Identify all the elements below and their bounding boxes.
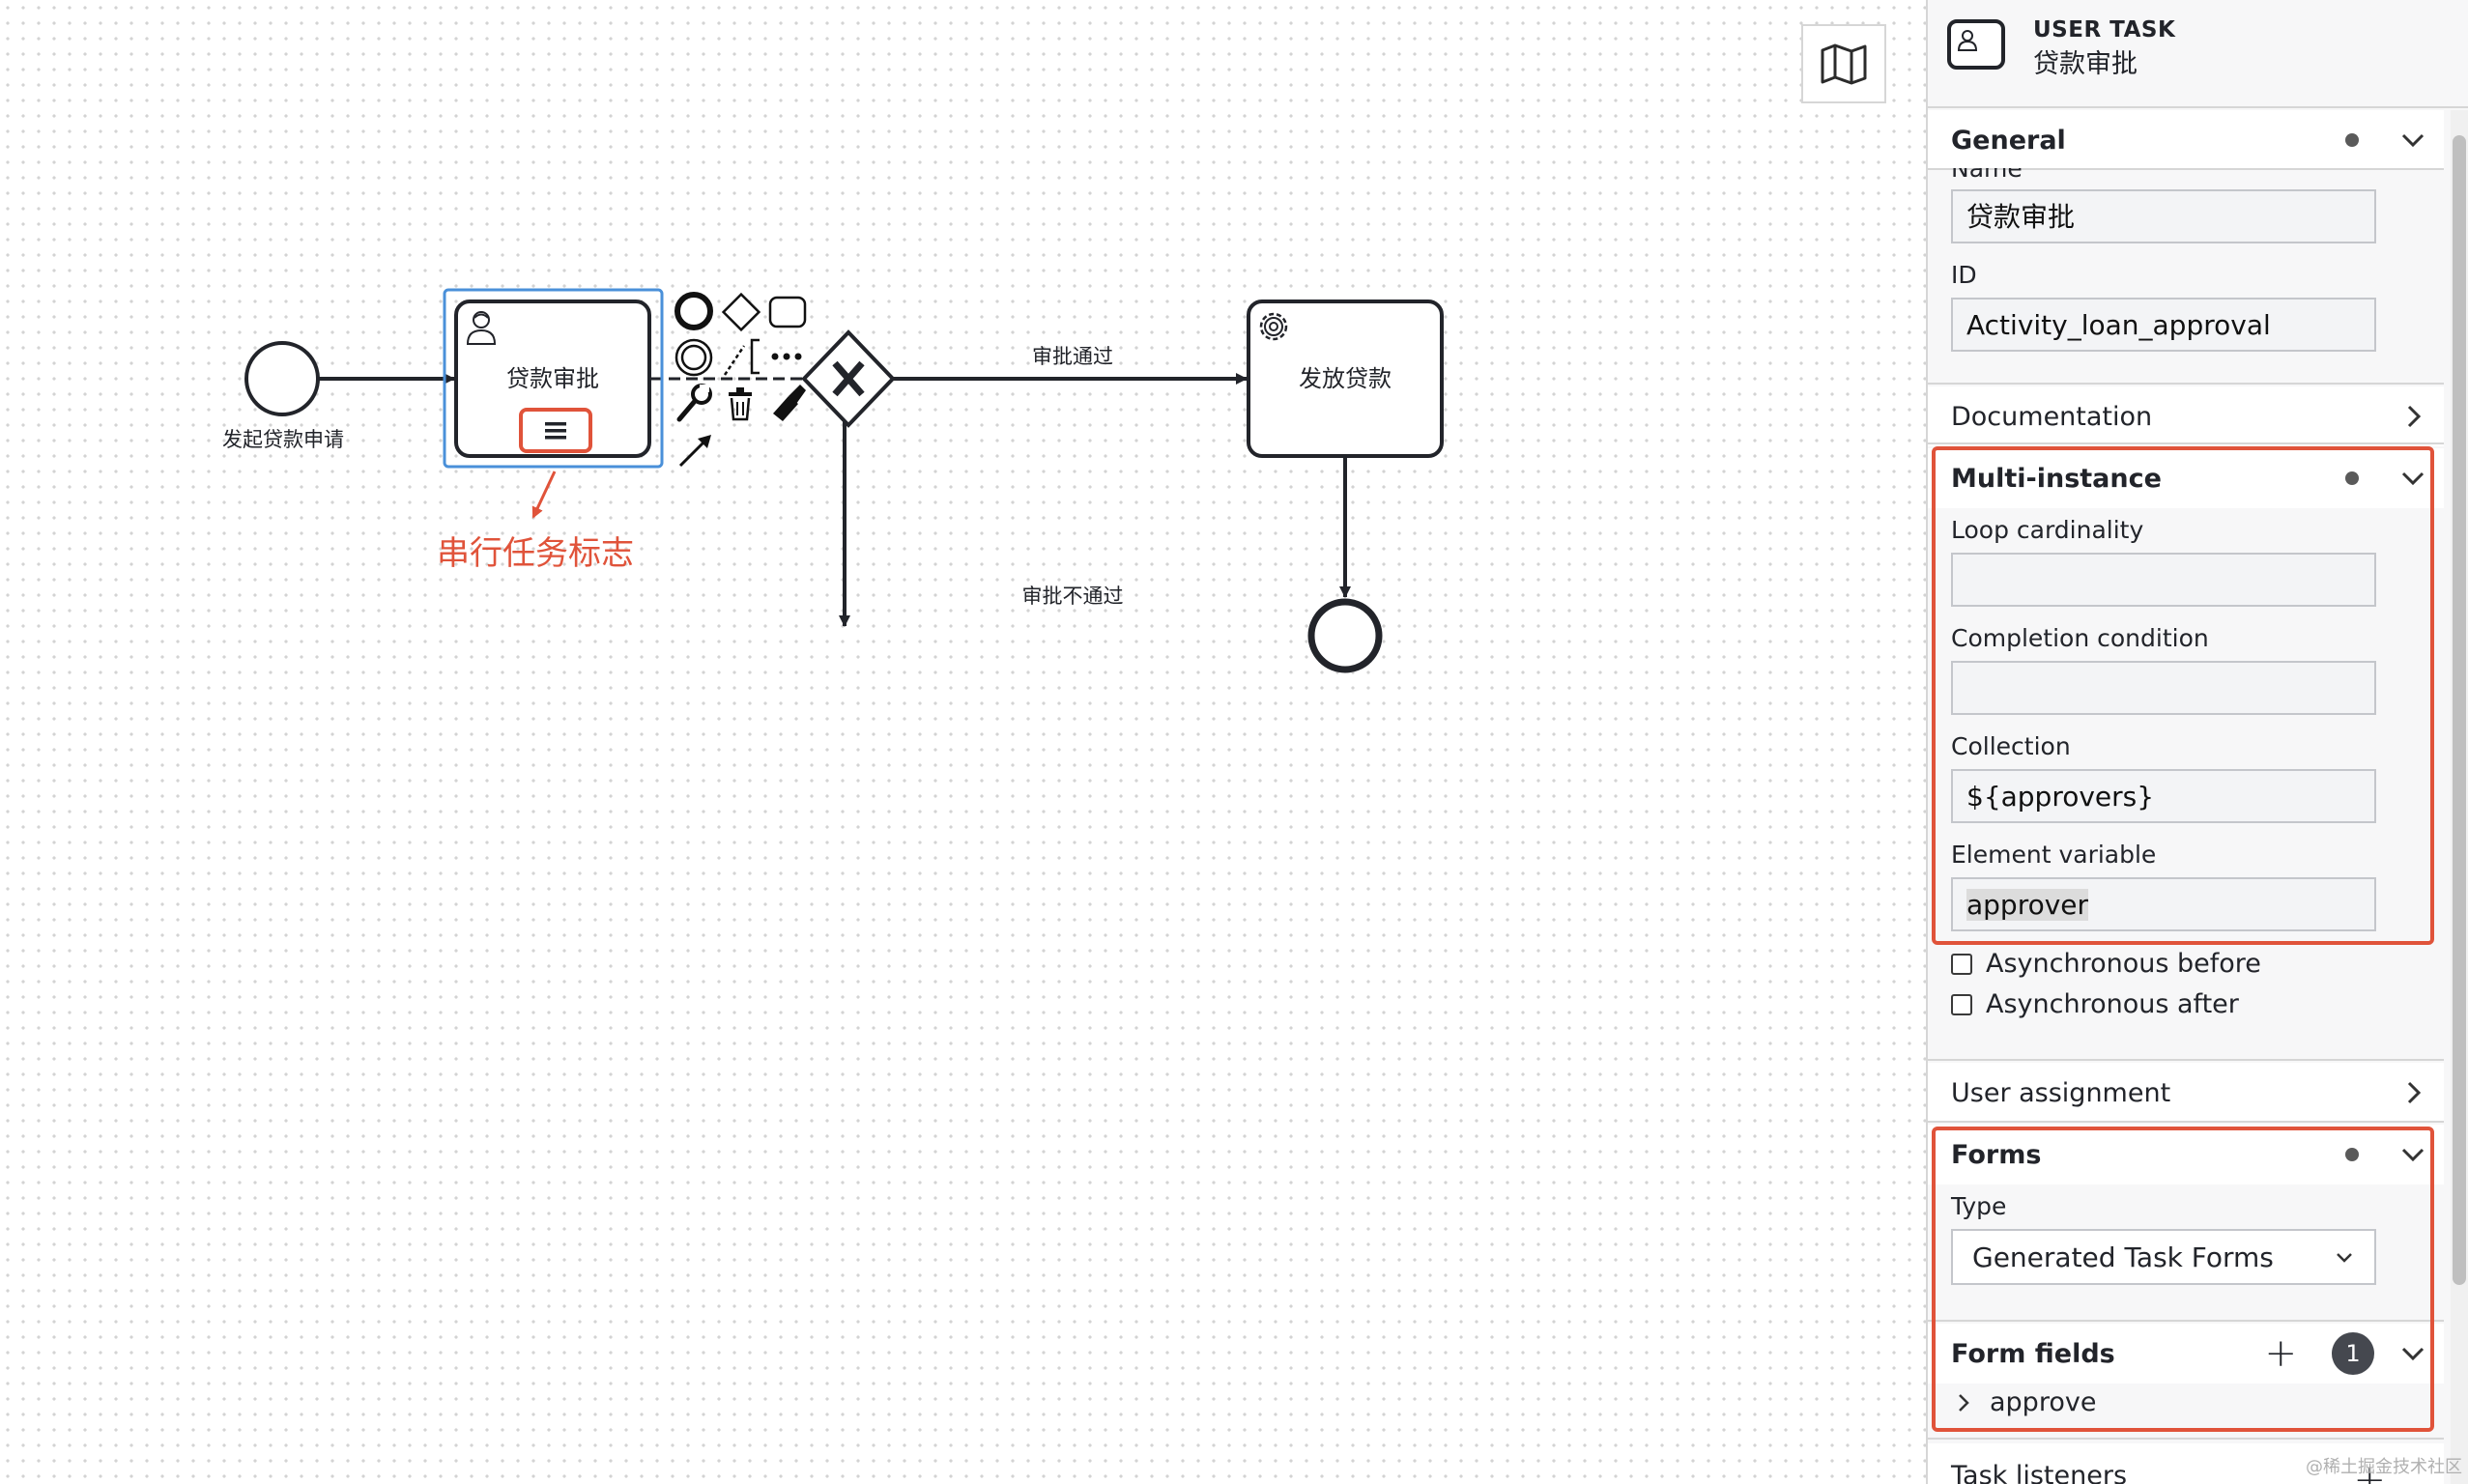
- selection-outline: [443, 288, 664, 469]
- async-before-label: Asynchronous before: [1986, 949, 2261, 979]
- append-intermediate-event-icon[interactable]: [674, 338, 713, 377]
- documentation-title: Documentation: [1951, 401, 2153, 432]
- map-icon: [1821, 43, 1867, 85]
- collection-label: Collection: [1951, 732, 2071, 760]
- data-indicator-dot: [2345, 471, 2359, 485]
- completion-condition-label: Completion condition: [1951, 624, 2209, 652]
- form-type-select[interactable]: Generated Task Forms: [1951, 1229, 2376, 1285]
- async-after-row[interactable]: Asynchronous after: [1951, 989, 2239, 1019]
- form-fields-group-header[interactable]: Form fields + 1: [1928, 1324, 2444, 1384]
- annotation-arrow: [531, 471, 557, 519]
- user-task-label: 贷款审批: [506, 365, 599, 392]
- forms-group-header[interactable]: Forms: [1928, 1125, 2444, 1184]
- bpmn-canvas[interactable]: 发起贷款申请 贷款审批 串行任务标志: [0, 0, 1926, 1484]
- task-listeners-title: Task listeners: [1951, 1461, 2128, 1484]
- color-paint-icon[interactable]: [773, 385, 806, 421]
- data-indicator-dot: [2345, 133, 2359, 147]
- async-after-checkbox[interactable]: [1951, 993, 1972, 1015]
- element-variable-selected-text: approver: [1966, 889, 2089, 921]
- form-fields-title: Form fields: [1951, 1338, 2115, 1369]
- append-gateway-icon[interactable]: [721, 292, 761, 332]
- data-indicator-dot: [2345, 1148, 2359, 1161]
- more-options-icon[interactable]: [771, 353, 802, 360]
- add-form-field-plus-icon[interactable]: +: [2264, 1331, 2297, 1376]
- user-task-icon: [1947, 19, 2005, 70]
- marker-highlight-box: [519, 408, 592, 453]
- user-assignment-group-header[interactable]: User assignment: [1928, 1063, 2444, 1123]
- service-task-label: 发放贷款: [1299, 365, 1392, 392]
- add-task-listener-plus-icon[interactable]: +: [2353, 1458, 2386, 1484]
- element-type-label: USER TASK: [2033, 17, 2176, 43]
- sequential-multi-instance-marker-icon: [545, 422, 566, 440]
- select-chevron-down-icon: [2337, 1253, 2352, 1263]
- flow-approved-label: 审批通过: [1032, 345, 1113, 368]
- name-label: Name: [1951, 155, 2023, 183]
- general-group-header[interactable]: General: [1928, 110, 2444, 170]
- name-textarea[interactable]: 贷款审批: [1951, 189, 2376, 243]
- annotation-label: 串行任务标志: [437, 534, 634, 573]
- loop-cardinality-label: Loop cardinality: [1951, 516, 2144, 544]
- collection-input[interactable]: ${approvers}: [1951, 769, 2376, 823]
- task-listeners-group-header[interactable]: Task listeners +: [1928, 1443, 2444, 1484]
- form-field-item[interactable]: approve: [1951, 1387, 2096, 1417]
- change-type-wrench-icon[interactable]: [676, 384, 712, 422]
- chevron-down-icon: [2401, 1347, 2425, 1361]
- service-task-disburse-loan[interactable]: [1247, 300, 1444, 458]
- flow-rejected-label: 审批不通过: [1022, 585, 1124, 608]
- chevron-down-icon: [2401, 133, 2425, 148]
- bpmn-diagram: 发起贷款申请 贷款审批 串行任务标志: [222, 288, 1444, 673]
- start-event-label: 发起贷款申请: [222, 428, 344, 451]
- id-label: ID: [1951, 261, 1977, 289]
- text-annotation-icon[interactable]: [750, 338, 760, 375]
- watermark: @稀土掘金技术社区: [2306, 1457, 2462, 1477]
- loop-cardinality-input[interactable]: [1951, 553, 2376, 607]
- element-name-label: 贷款审批: [2033, 49, 2138, 79]
- general-title: General: [1951, 125, 2066, 156]
- async-before-row[interactable]: Asynchronous before: [1951, 949, 2261, 979]
- documentation-group-header[interactable]: Documentation: [1928, 386, 2444, 446]
- user-task-loan-approval[interactable]: [454, 300, 651, 458]
- append-task-icon[interactable]: [768, 296, 807, 328]
- form-type-label: Type: [1951, 1192, 2007, 1220]
- panel-header: USER TASK 贷款审批: [1928, 0, 2468, 108]
- user-assignment-title: User assignment: [1951, 1077, 2171, 1108]
- chevron-right-icon: [1959, 1393, 1969, 1412]
- end-event[interactable]: [1307, 598, 1383, 673]
- forms-highlight-box: [1932, 1127, 2434, 1432]
- async-after-label: Asynchronous after: [1986, 989, 2239, 1019]
- chevron-down-icon: [2401, 471, 2425, 486]
- context-pad: [674, 292, 807, 468]
- form-fields-count-badge: 1: [2332, 1332, 2374, 1375]
- form-type-selected-value: Generated Task Forms: [1972, 1241, 2274, 1273]
- chevron-down-icon: [2401, 1148, 2425, 1162]
- chevron-right-icon: [2407, 1081, 2422, 1104]
- minimap-toggle-button[interactable]: [1801, 24, 1886, 103]
- start-event[interactable]: [244, 341, 320, 416]
- exclusive-gateway[interactable]: [801, 329, 896, 428]
- multi-instance-group-header[interactable]: Multi-instance: [1928, 448, 2444, 508]
- id-input[interactable]: Activity_loan_approval: [1951, 298, 2376, 352]
- async-before-checkbox[interactable]: [1951, 953, 1972, 975]
- element-variable-label: Element variable: [1951, 841, 2157, 869]
- form-field-item-label: approve: [1990, 1387, 2097, 1417]
- chevron-right-icon: [2407, 405, 2422, 428]
- multi-instance-title: Multi-instance: [1951, 463, 2162, 494]
- multi-instance-highlight-box: [1932, 446, 2434, 945]
- completion-condition-input[interactable]: [1951, 661, 2376, 715]
- append-end-event-icon[interactable]: [674, 292, 713, 330]
- element-variable-input[interactable]: approver: [1951, 877, 2376, 931]
- gear-icon: [1259, 312, 1288, 341]
- connect-icon[interactable]: [723, 345, 746, 376]
- connect-arrow-icon[interactable]: [678, 435, 711, 468]
- panel-scrollbar-thumb[interactable]: [2453, 135, 2466, 1285]
- properties-panel: USER TASK 贷款审批 General Name 贷款审批 ID Acti…: [1926, 0, 2468, 1484]
- user-icon: [466, 311, 497, 345]
- delete-trash-icon[interactable]: [729, 387, 752, 421]
- forms-title: Forms: [1951, 1139, 2042, 1170]
